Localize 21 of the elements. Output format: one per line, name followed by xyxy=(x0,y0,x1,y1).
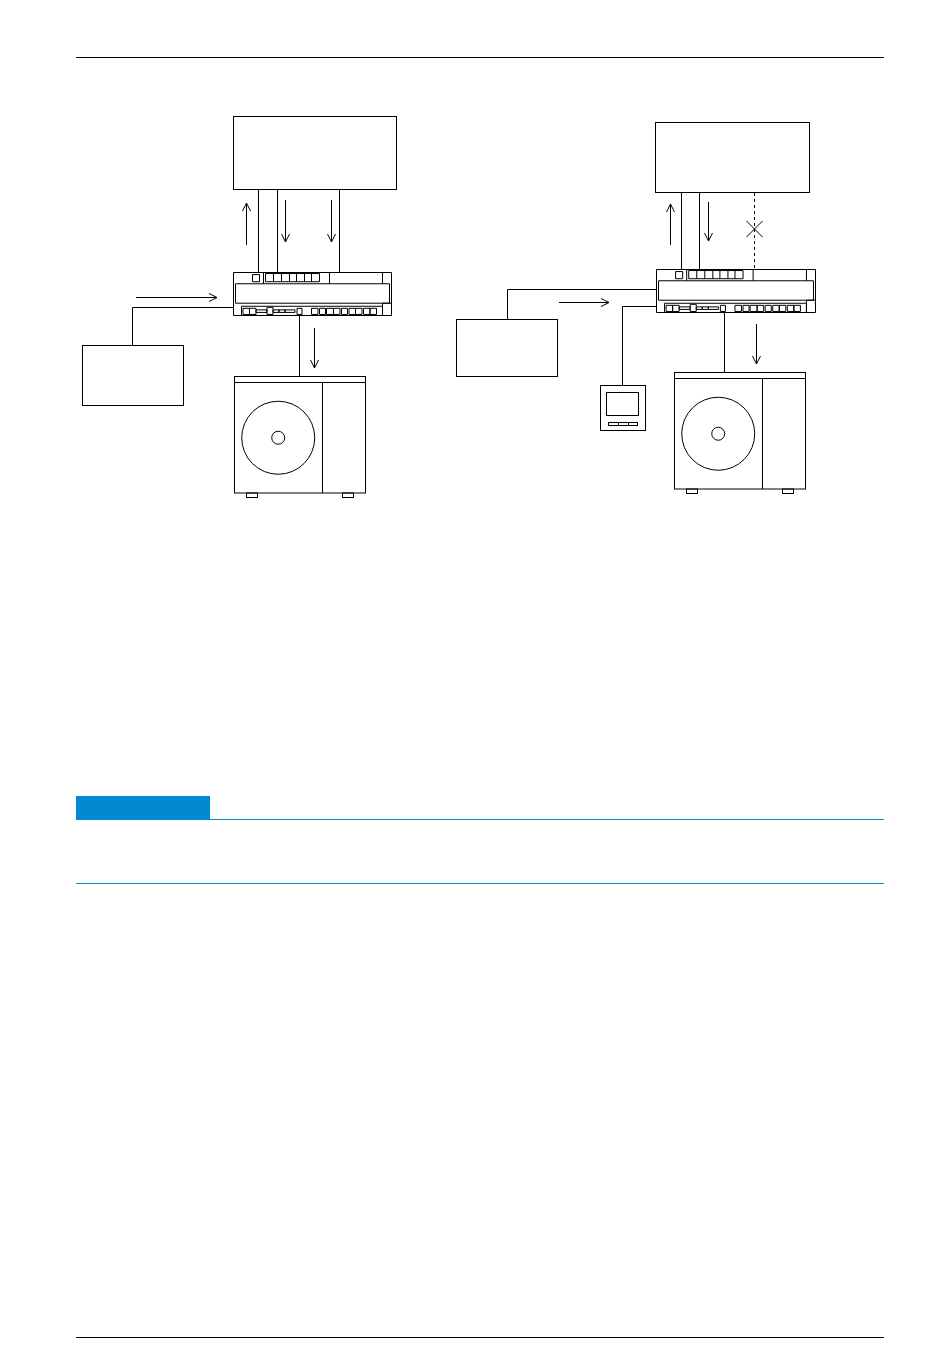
section-tab xyxy=(76,796,210,820)
outdoor-unit-drawing xyxy=(234,376,366,498)
connection-line xyxy=(132,307,234,346)
connection-line xyxy=(699,192,700,270)
connection-line xyxy=(277,189,278,273)
connection-line xyxy=(507,289,657,320)
connection-line xyxy=(724,312,725,373)
connection-line xyxy=(258,189,259,273)
controller-module-drawing xyxy=(656,269,816,313)
connection-line xyxy=(681,192,682,270)
controller-module-drawing xyxy=(233,272,392,316)
outdoor-unit-drawing xyxy=(674,372,806,494)
empty-box xyxy=(233,116,397,190)
empty-box xyxy=(655,122,810,193)
connection-line xyxy=(339,189,340,273)
connection-line xyxy=(299,315,300,377)
dashed-connection-line xyxy=(754,192,755,270)
empty-box xyxy=(82,345,184,406)
connection-line xyxy=(622,306,657,386)
empty-box xyxy=(456,319,558,377)
wall-controller-drawing xyxy=(600,385,646,431)
